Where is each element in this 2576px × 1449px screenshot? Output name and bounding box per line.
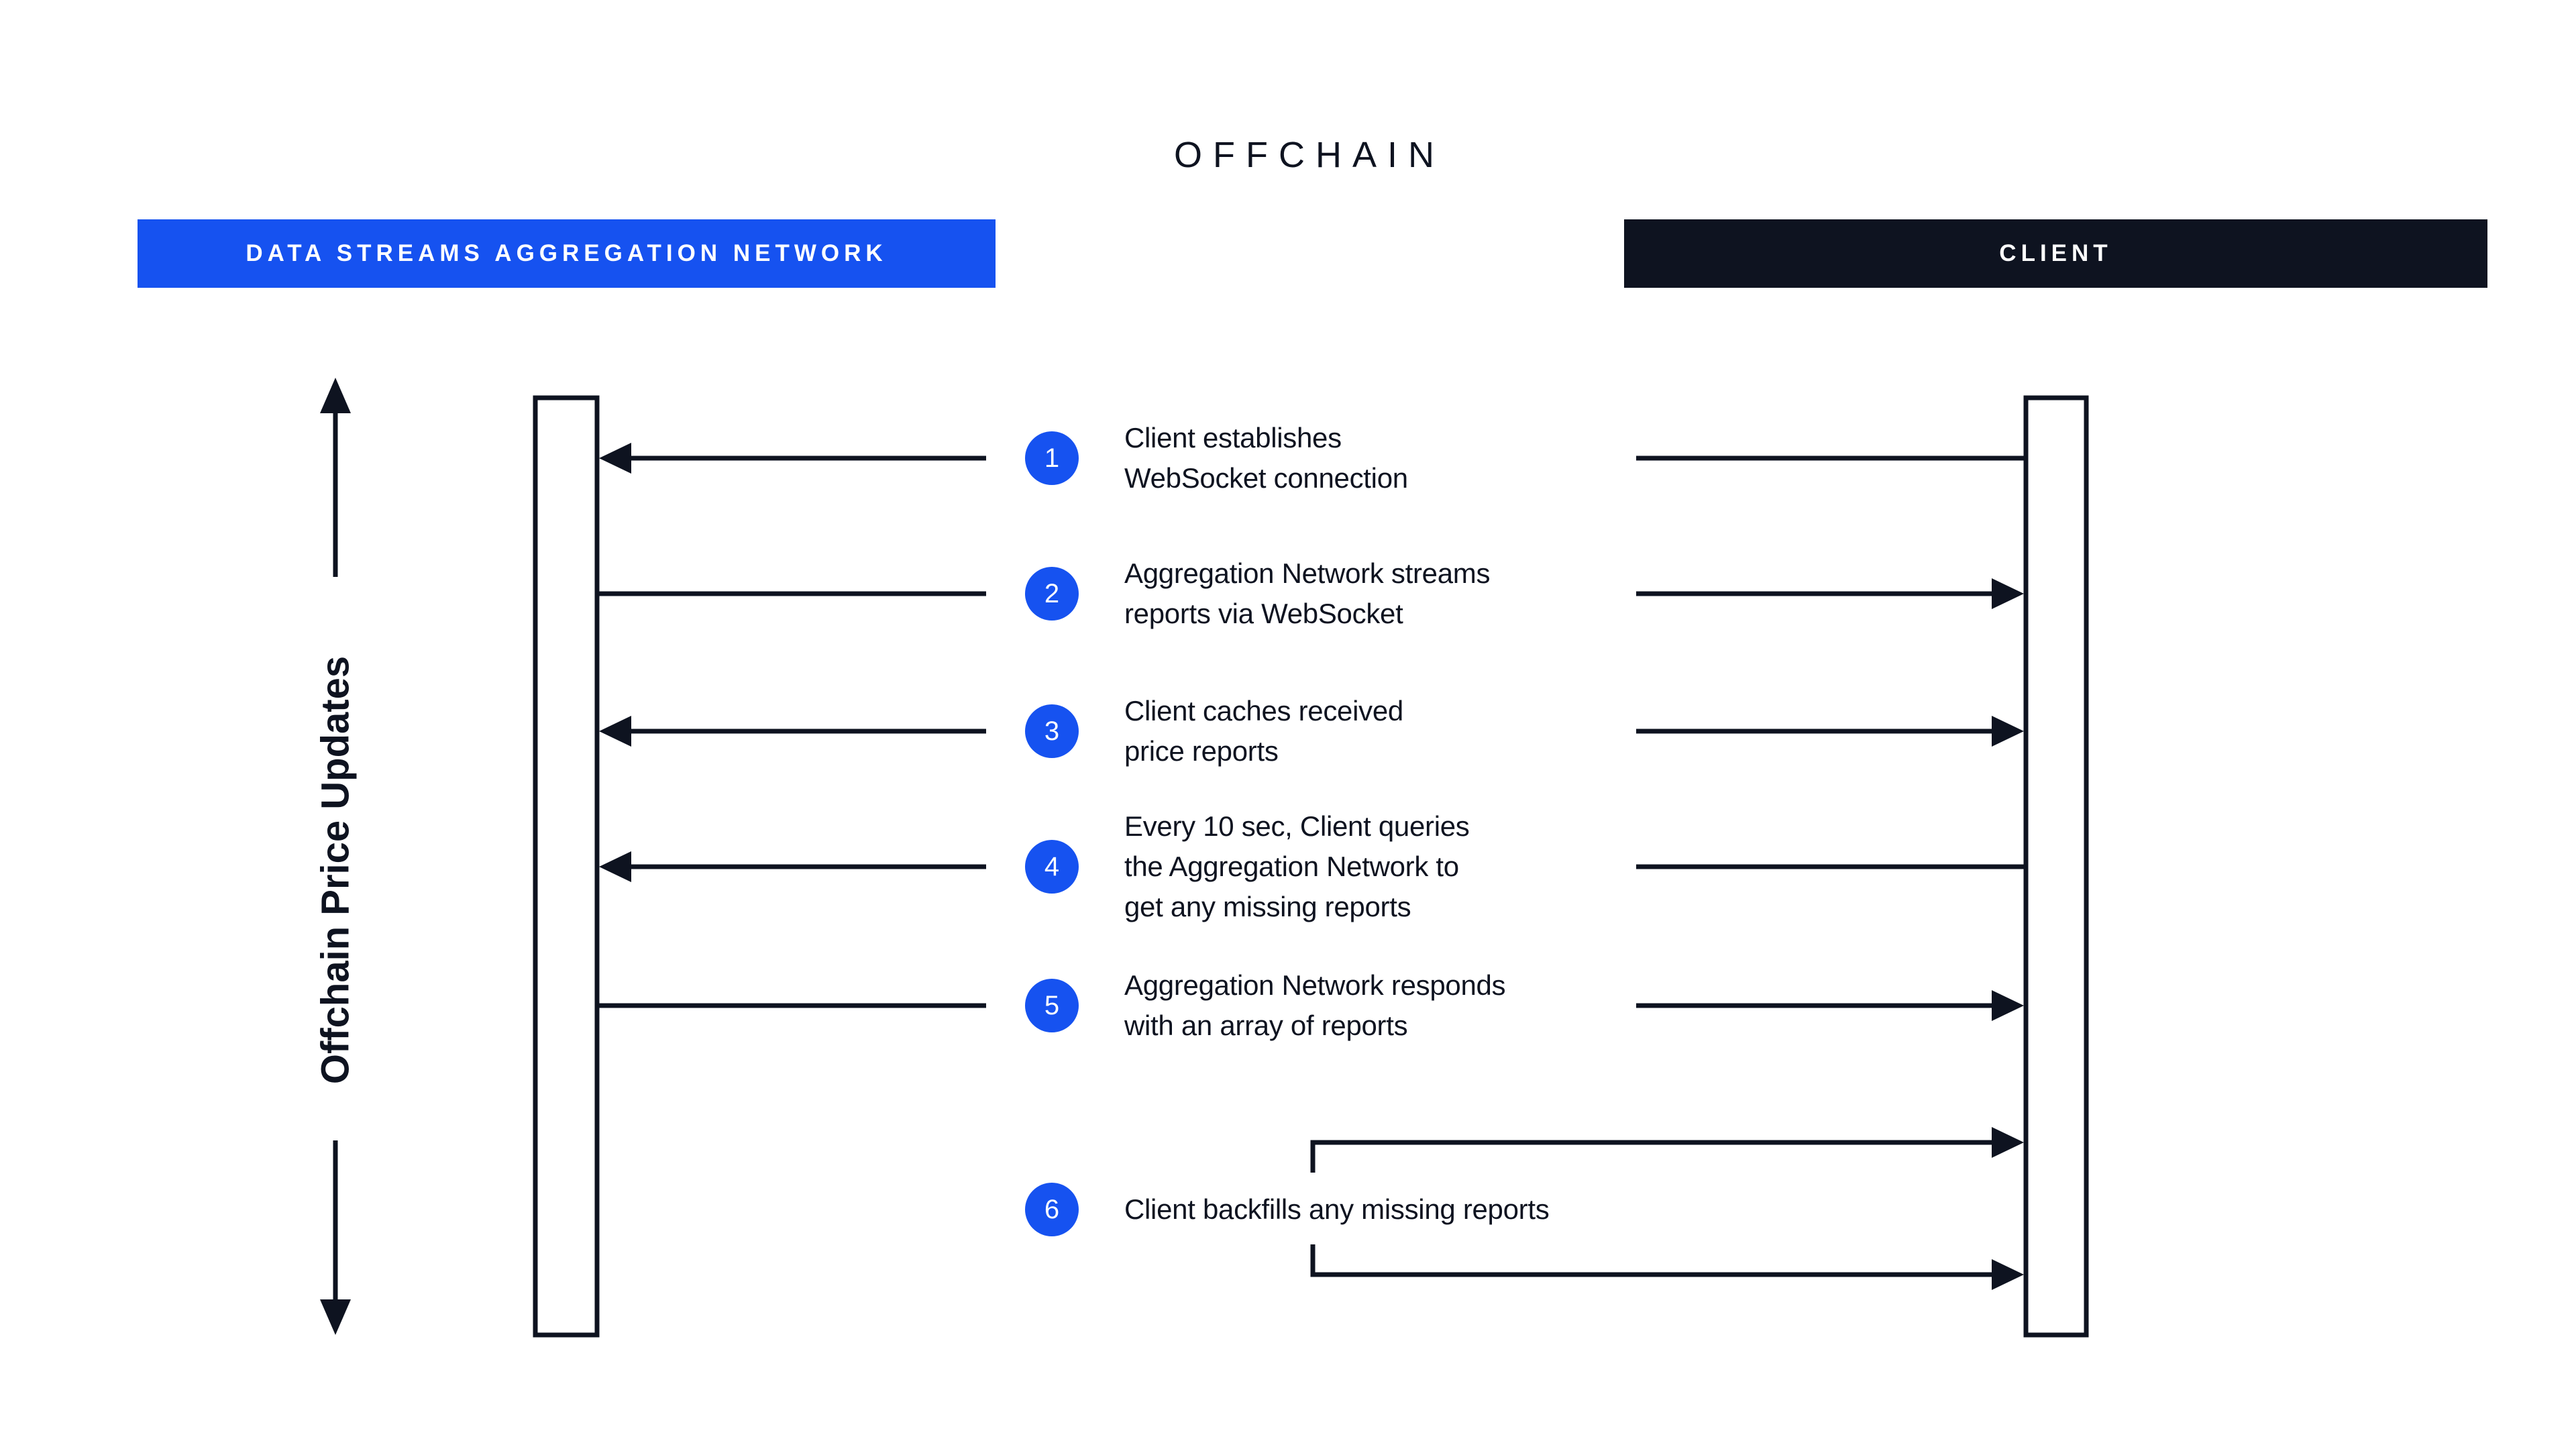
step-text-6: Client backfills any missing reports (1124, 1193, 1550, 1225)
lane-header-aggregation-network: DATA STREAMS AGGREGATION NETWORK (138, 219, 996, 288)
arrow-step-6-top-bracket (1310, 1140, 1994, 1173)
lifeline-network (533, 395, 600, 1338)
step-badge-1: 1 (1025, 431, 1079, 485)
arrowhead-step-3-right-icon (1992, 716, 2024, 747)
step-text-3: Client caches received price reports (1124, 695, 1403, 767)
lane-header-client: CLIENT (1624, 219, 2487, 288)
step-badge-4: 4 (1025, 840, 1079, 894)
step-text-2: Aggregation Network streams reports via … (1124, 557, 1491, 629)
step-badge-6: 6 (1025, 1183, 1079, 1236)
page-title: OFFCHAIN (1174, 135, 1445, 175)
lane-header-client-label: CLIENT (1999, 240, 2112, 266)
arrowhead-step-6-bottom-icon (1992, 1259, 2024, 1290)
step-badge-3: 3 (1025, 704, 1079, 758)
arrowhead-step-5-right-icon (1992, 990, 2024, 1021)
axis-arrowhead-up-icon (320, 378, 351, 413)
step-badge-5: 5 (1025, 979, 1079, 1032)
lifeline-client (2023, 395, 2089, 1338)
arrowhead-step-4-left-icon (599, 851, 631, 882)
arrow-step-6-bottom-bracket (1310, 1244, 1994, 1277)
step-badge-2: 2 (1025, 567, 1079, 621)
axis-label: Offchain Price Updates (313, 655, 358, 1085)
lane-header-aggregation-network-label: DATA STREAMS AGGREGATION NETWORK (246, 240, 888, 266)
arrowhead-step-1-left-icon (599, 443, 631, 474)
step-text-5: Aggregation Network responds with an arr… (1124, 969, 1506, 1041)
step-text-1: Client establishes WebSocket connection (1124, 422, 1408, 494)
step-text-4: Every 10 sec, Client queries the Aggrega… (1124, 810, 1470, 922)
arrowhead-step-2-right-icon (1992, 578, 2024, 609)
axis-arrowhead-down-icon (320, 1299, 351, 1335)
arrowhead-step-3-left-icon (599, 716, 631, 747)
arrowhead-step-6-top-icon (1992, 1127, 2024, 1158)
